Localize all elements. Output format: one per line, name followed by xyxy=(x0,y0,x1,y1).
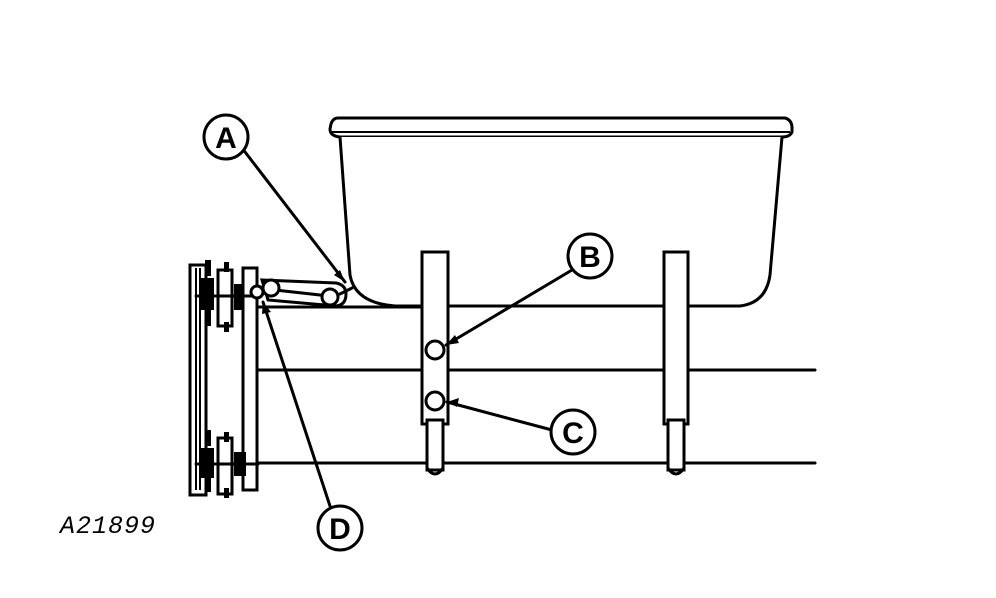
callout-b: B xyxy=(566,232,614,280)
callout-a-label: A xyxy=(215,122,237,155)
bolt-c xyxy=(424,390,446,412)
callout-b-label: B xyxy=(579,241,601,274)
left-upright-post xyxy=(420,250,450,476)
right-upright-post xyxy=(662,250,690,476)
callout-d-label: D xyxy=(329,513,351,546)
callout-c: C xyxy=(549,408,597,456)
callout-d: D xyxy=(316,504,364,552)
callout-a: A xyxy=(202,113,250,161)
bolt-b xyxy=(424,339,446,361)
leader-lines xyxy=(240,146,574,508)
sprocket-drive xyxy=(188,260,262,498)
linkage-arm xyxy=(249,278,354,308)
frame-rails xyxy=(248,305,817,465)
callout-c-label: C xyxy=(562,417,584,450)
figure-id: A21899 xyxy=(58,512,156,541)
